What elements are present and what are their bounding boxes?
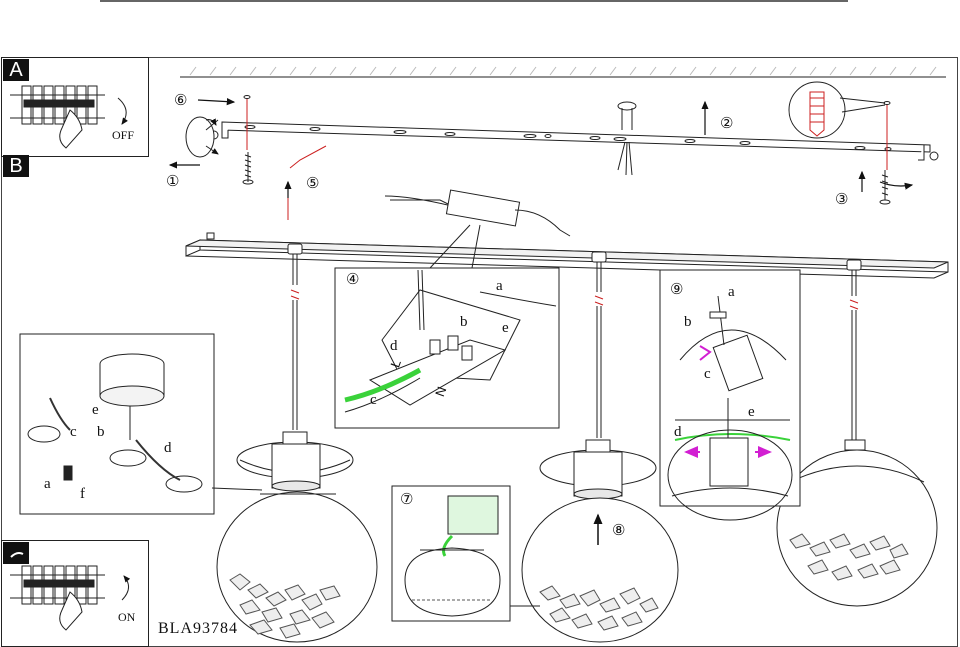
section-a-tag: A (3, 59, 29, 81)
assembly-label-f: f (80, 486, 85, 502)
step4-label-b: b (460, 314, 468, 330)
step9-label-d: d (674, 424, 682, 440)
pendant-right (776, 439, 938, 607)
crystals-left (229, 573, 341, 639)
ceiling-canopy-bar (185, 232, 949, 279)
section-b-tag: B (3, 155, 29, 177)
screw-left (242, 95, 254, 185)
step4-label-a: a (496, 278, 503, 294)
pendant-left (216, 431, 378, 643)
step-8-label: ⑧ (612, 523, 626, 539)
ceiling-line (180, 66, 946, 78)
model-number: BLA93784 (158, 620, 238, 637)
screw-right (879, 101, 891, 205)
step-9-label: ⑨ (670, 282, 684, 298)
step4-label-d: d (390, 338, 398, 354)
step9-shade-detail (659, 269, 801, 521)
off-label: OFF (112, 128, 135, 142)
assembly-label-d: d (164, 440, 172, 456)
step9-label-e: e (748, 404, 755, 420)
on-label: ON (118, 610, 136, 624)
switch-on-tag (3, 542, 29, 564)
assembly-label-b: b (97, 424, 105, 440)
step-5-label: ⑤ (306, 176, 320, 192)
step-6-label: ⑥ (174, 93, 188, 109)
assembly-label-e: e (92, 402, 99, 418)
crystals-right (789, 533, 909, 581)
assembly-label-a: a (44, 476, 51, 492)
junction-box (384, 189, 571, 269)
breaker-off-icon (10, 85, 128, 149)
left-fixing (185, 116, 218, 157)
step9-label-b: b (684, 314, 692, 330)
breaker-on-icon (10, 565, 131, 631)
step7-crystals-detail (391, 485, 540, 622)
step9-label-c: c (704, 366, 711, 382)
assembly-label-c: c (70, 424, 77, 440)
step4-label-c: c (370, 392, 377, 408)
step4-label-e: e (502, 320, 509, 336)
wall-plug-detail (788, 81, 886, 139)
pendant-cables (287, 243, 862, 440)
step-1-label: ① (166, 174, 180, 190)
step-4-label: ④ (346, 272, 360, 288)
step-7-label: ⑦ (400, 492, 414, 508)
step-2-label: ② (720, 116, 734, 132)
step4-wiring-detail (334, 267, 560, 429)
step9-label-a: a (728, 284, 735, 300)
crystals-middle (539, 585, 659, 631)
pendant-middle (521, 439, 679, 643)
shade-assembly-detail (19, 333, 263, 515)
step-3-label: ③ (835, 192, 849, 208)
